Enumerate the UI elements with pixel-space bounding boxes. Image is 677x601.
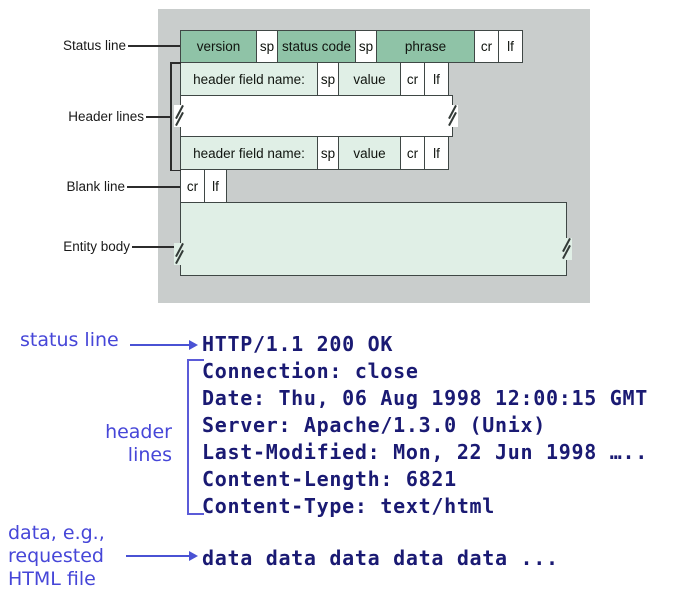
- header-lines-brace: [187, 359, 189, 515]
- annotation-header-word: header: [105, 421, 172, 443]
- field-box-lf: lf: [204, 169, 227, 203]
- annotation-data-label: data, e.g., requested HTML file: [8, 522, 105, 591]
- break-mark: [561, 238, 572, 260]
- field-box-cr: cr: [474, 30, 499, 63]
- field-box-lf: lf: [424, 136, 449, 170]
- label-blank-line: Blank line: [66, 179, 125, 194]
- break-mark: [447, 105, 458, 127]
- annotation-data-word: requested: [8, 545, 104, 567]
- field-box-lf: lf: [498, 30, 523, 63]
- field-box-phrase: phrase: [376, 30, 475, 63]
- header-line: Last-Modified: Mon, 22 Jun 1998 …..: [202, 440, 648, 464]
- field-box-status-code: status code: [277, 30, 356, 63]
- break-mark: [174, 105, 185, 127]
- annotation-header-word: lines: [127, 444, 172, 466]
- header-line: Server: Apache/1.3.0 (Unix): [202, 413, 547, 437]
- header-field-row: header field name: sp value cr lf: [180, 62, 449, 96]
- status-line-row: version sp status code sp phrase cr lf: [180, 30, 523, 63]
- connector-line: [128, 45, 180, 47]
- connector-line: [132, 246, 180, 248]
- connector-line: [146, 116, 170, 118]
- annotation-data-word: HTML file: [8, 568, 96, 590]
- field-box-cr: cr: [400, 136, 425, 170]
- arrow-data: [126, 551, 198, 561]
- connector-line: [127, 186, 180, 188]
- header-lines-brace: [187, 513, 204, 515]
- field-box-sp: sp: [355, 30, 377, 63]
- field-box-cr: cr: [400, 62, 425, 96]
- label-header-lines: Header lines: [68, 109, 144, 124]
- field-box-sp: sp: [317, 62, 339, 96]
- header-line: Date: Thu, 06 Aug 1998 12:00:15 GMT: [202, 386, 648, 410]
- http-message-text: HTTP/1.1 200 OK Connection: close Date: …: [202, 331, 648, 520]
- header-lines-brace: [187, 359, 204, 361]
- field-box-value: value: [338, 136, 401, 170]
- field-box-header-name: header field name:: [180, 136, 318, 170]
- field-box-sp: sp: [256, 30, 278, 63]
- blank-line-row: cr lf: [180, 169, 227, 203]
- label-status-line: Status line: [62, 38, 126, 53]
- header-line: Content-Length: 6821: [202, 467, 457, 491]
- field-box-sp: sp: [317, 136, 339, 170]
- field-box-header-name: header field name:: [180, 62, 318, 96]
- entity-body-box: [180, 202, 567, 276]
- data-line-text: data data data data data ...: [202, 546, 559, 570]
- header-lines-bracket: [170, 62, 181, 64]
- header-lines-bracket: [170, 62, 172, 171]
- field-box-value: value: [338, 62, 401, 96]
- label-entity-body: Entity body: [63, 239, 130, 254]
- field-box-cr: cr: [180, 169, 205, 203]
- annotation-header-lines: header lines: [88, 421, 172, 467]
- header-field-row: header field name: sp value cr lf: [180, 136, 449, 170]
- field-box-version: version: [180, 30, 257, 63]
- header-lines-bracket: [170, 169, 181, 171]
- status-line-text: HTTP/1.1 200 OK: [202, 332, 394, 356]
- field-box-lf: lf: [424, 62, 449, 96]
- break-mark: [174, 243, 185, 265]
- arrow-status-line: [130, 340, 198, 350]
- annotation-data-word: data, e.g.,: [8, 522, 105, 544]
- header-line: Content-Type: text/html: [202, 494, 496, 518]
- header-line: Connection: close: [202, 359, 419, 383]
- header-continuation-box: [180, 95, 453, 137]
- annotation-status-line: status line: [20, 329, 119, 351]
